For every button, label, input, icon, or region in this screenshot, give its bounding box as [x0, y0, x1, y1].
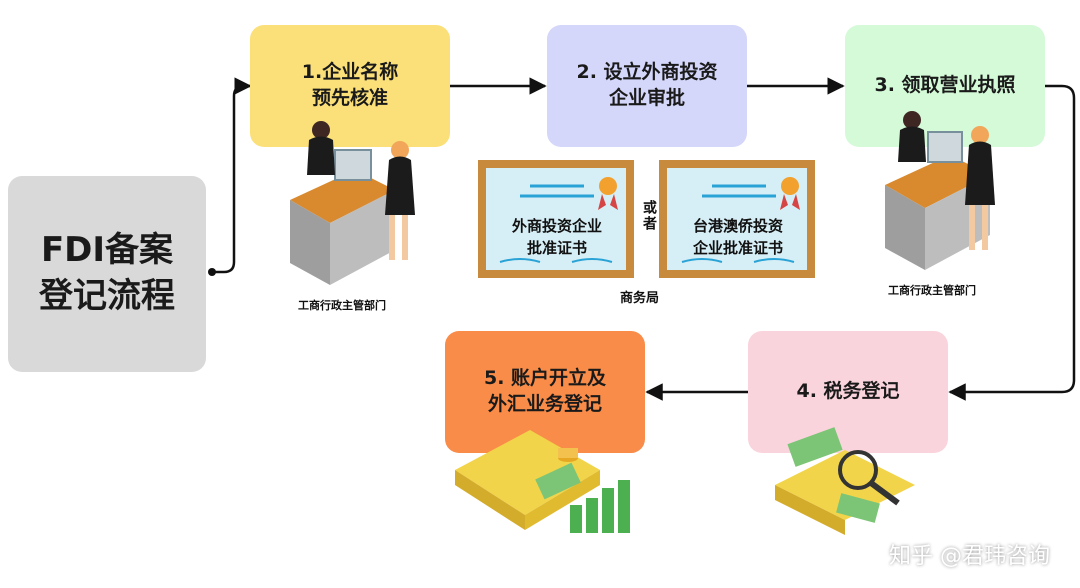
step-2-box: 2. 设立外商投资 企业审批	[547, 25, 747, 147]
certificate-left-frame	[478, 160, 634, 278]
step-4-box: 4. 税务登记	[748, 331, 948, 453]
flow-title: FDI备案 登记流程	[39, 230, 175, 316]
watermark: 知乎 @君玮咨询	[889, 544, 1050, 569]
certificate-right-text: 台港澳侨投资 企业批准证书	[692, 217, 783, 257]
certificate-left-text: 外商投资企业 批准证书	[511, 217, 602, 257]
commerce-caption: 商务局	[620, 291, 660, 306]
dept-caption-left: 工商行政主管部门	[298, 299, 386, 312]
step-1-box: 1.企业名称 预先核准	[250, 25, 450, 147]
dept-caption-right: 工商行政主管部门	[888, 284, 976, 297]
savings-account-illustration	[455, 430, 630, 533]
flow-title-box: FDI备案 登记流程	[8, 176, 206, 372]
step-3-label: 3. 领取营业执照	[874, 74, 1016, 97]
step-4-label: 4. 税务登记	[796, 380, 900, 403]
arrow-step3-to-step4	[948, 84, 1076, 401]
step-5-box: 5. 账户开立及 外汇业务登记	[445, 331, 645, 453]
step-5-label: 5. 账户开立及 外汇业务登记	[483, 367, 607, 415]
step-2-label: 2. 设立外商投资 企业审批	[576, 61, 718, 109]
tax-illustration	[775, 427, 915, 535]
arrow-main-to-step1	[212, 77, 252, 274]
step-1-label: 1.企业名称 预先核准	[301, 61, 399, 109]
reception-desk-illustration-right	[885, 111, 995, 270]
certificate-right-frame	[659, 160, 815, 278]
step-3-box: 3. 领取营业执照	[845, 25, 1045, 147]
reception-desk-illustration-left	[290, 121, 415, 285]
or-text: 或者	[641, 200, 657, 232]
